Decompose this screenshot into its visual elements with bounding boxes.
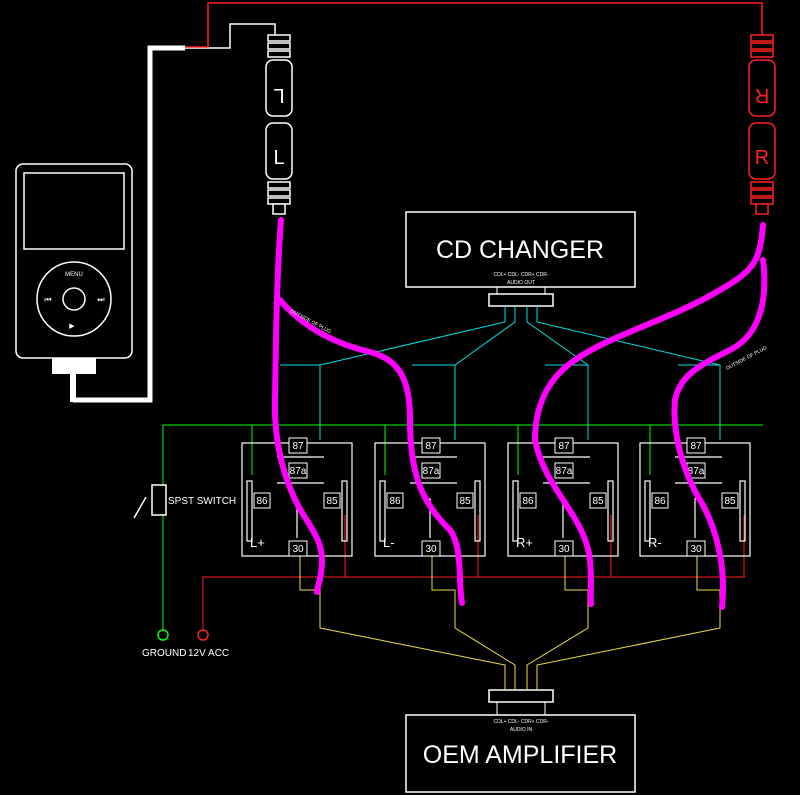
- relay-2: 87 87a 86 85 30 L-: [374, 437, 486, 557]
- relay-pin-87-box: [554, 437, 574, 454]
- relay-pin-85-box: [456, 492, 474, 509]
- relay-pin-85-box: [721, 492, 739, 509]
- music-player-icon: MENU ⏮ ⏭ ▶: [15, 163, 133, 402]
- cd-changer-wiring: [280, 306, 721, 440]
- cd-changer: CD CHANGER CDL+ CDL- CDR+ CDR- AUDIO OUT: [405, 211, 636, 307]
- cd-changer-pins: CDL+ CDL- CDR+ CDR-: [493, 272, 548, 278]
- relay-pin-87a: 87a: [290, 466, 307, 477]
- cd-changer-title: CD CHANGER: [436, 236, 604, 264]
- left-positive-trace: [271, 217, 325, 595]
- relay-pin-86-box: [253, 492, 271, 509]
- relay-pin-87a: 87a: [423, 466, 440, 477]
- player-cable: [73, 2, 763, 403]
- amplifier-pins: CDL+ CDL- CDR+ CDR-: [493, 719, 548, 725]
- relay-1: 87 87a 86 85 30 L+: [241, 437, 353, 557]
- rca-plug-left: L L: [265, 34, 293, 215]
- right-negative-trace: [671, 257, 768, 610]
- terminals: GROUND 12V ACC: [142, 629, 229, 659]
- amplifier-sub: AUDIO IN: [510, 727, 533, 733]
- relay-pin-85: 85: [326, 496, 338, 507]
- relay-pin-30: 30: [558, 544, 570, 555]
- relay-pin-86: 86: [654, 496, 666, 507]
- relay-name: L+: [250, 535, 265, 550]
- relay-pin-87: 87: [292, 441, 304, 452]
- amplifier-title: OEM AMPLIFIER: [423, 741, 617, 769]
- relay-name: R-: [648, 535, 662, 550]
- relay-name: R+: [516, 535, 533, 550]
- relay-pin-87: 87: [690, 441, 702, 452]
- power-bus: [202, 515, 745, 630]
- ground-terminal-label: GROUND: [142, 648, 186, 659]
- relay-3: 87 87a 86 85 30 R+: [507, 437, 619, 557]
- rca-plug-icon: [265, 34, 293, 215]
- right-plug-letter-mirrored: R: [755, 84, 769, 106]
- relay-pin-87a: 87a: [688, 466, 705, 477]
- relay-pin-87-box: [288, 437, 308, 454]
- relay-pin-85: 85: [724, 496, 736, 507]
- relay-pin-30-box: [421, 540, 441, 557]
- relay-pin-86-box: [386, 492, 404, 509]
- relay-pin-85-box: [589, 492, 607, 509]
- cd-changer-sub: AUDIO OUT: [507, 280, 535, 286]
- left-plug-side-note: OUTSIDE OF PLUG: [289, 308, 332, 335]
- ground-bus: [162, 424, 763, 630]
- relay-pin-30: 30: [292, 544, 304, 555]
- relay-pin-87a-box: [554, 462, 574, 479]
- play-pause-icon: ▶: [69, 323, 75, 330]
- relay-pin-30-box: [686, 540, 706, 557]
- annotation-traces: [271, 217, 768, 610]
- relay-pin-87a-box: [288, 462, 308, 479]
- relay-pin-87a-box: [421, 462, 441, 479]
- spst-switch: SPST SWITCH: [133, 484, 236, 519]
- switch-icon: [133, 484, 167, 519]
- left-negative-trace: [277, 297, 465, 606]
- relay-pin-87-box: [421, 437, 441, 454]
- next-icon: ⏭: [97, 295, 104, 304]
- menu-label: MENU: [65, 272, 83, 278]
- relay-pin-87: 87: [425, 441, 437, 452]
- relay-4: 87 87a 86 85 30 R-: [639, 437, 751, 557]
- acc-terminal-label: 12V ACC: [188, 648, 229, 659]
- relay-pin-85-box: [323, 492, 341, 509]
- terminal-icon: [157, 629, 169, 641]
- right-plug-letter: R: [755, 147, 769, 169]
- prev-icon: ⏮: [44, 295, 51, 304]
- relay-pin-85: 85: [592, 496, 604, 507]
- rca-plug-icon: [748, 34, 776, 215]
- relay-pin-86-box: [519, 492, 537, 509]
- left-plug-letter: L: [273, 147, 284, 169]
- relay-pin-87a: 87a: [556, 466, 573, 477]
- oem-amplifier: CDL+ CDL- CDR+ CDR- AUDIO IN OEM AMPLIFI…: [405, 689, 636, 793]
- relay-pin-86: 86: [389, 496, 401, 507]
- relay-pin-30-box: [554, 540, 574, 557]
- relay-pin-86-box: [651, 492, 669, 509]
- relay-pin-87: 87: [558, 441, 570, 452]
- left-plug-letter-mirrored: L: [273, 84, 284, 106]
- rca-plug-right: R R: [748, 34, 776, 215]
- relay-pin-87-box: [686, 437, 706, 454]
- relay-pin-30: 30: [690, 544, 702, 555]
- relay-pin-86: 86: [256, 496, 268, 507]
- relay-name: L-: [383, 535, 395, 550]
- terminal-icon: [197, 629, 209, 641]
- amplifier-wiring: [299, 555, 721, 690]
- relay-pin-30-box: [288, 540, 308, 557]
- relay-pin-30: 30: [425, 544, 437, 555]
- switch-label: SPST SWITCH: [168, 496, 236, 507]
- right-positive-trace: [532, 222, 766, 607]
- relay-pin-86: 86: [522, 496, 534, 507]
- relay-pin-85: 85: [459, 496, 471, 507]
